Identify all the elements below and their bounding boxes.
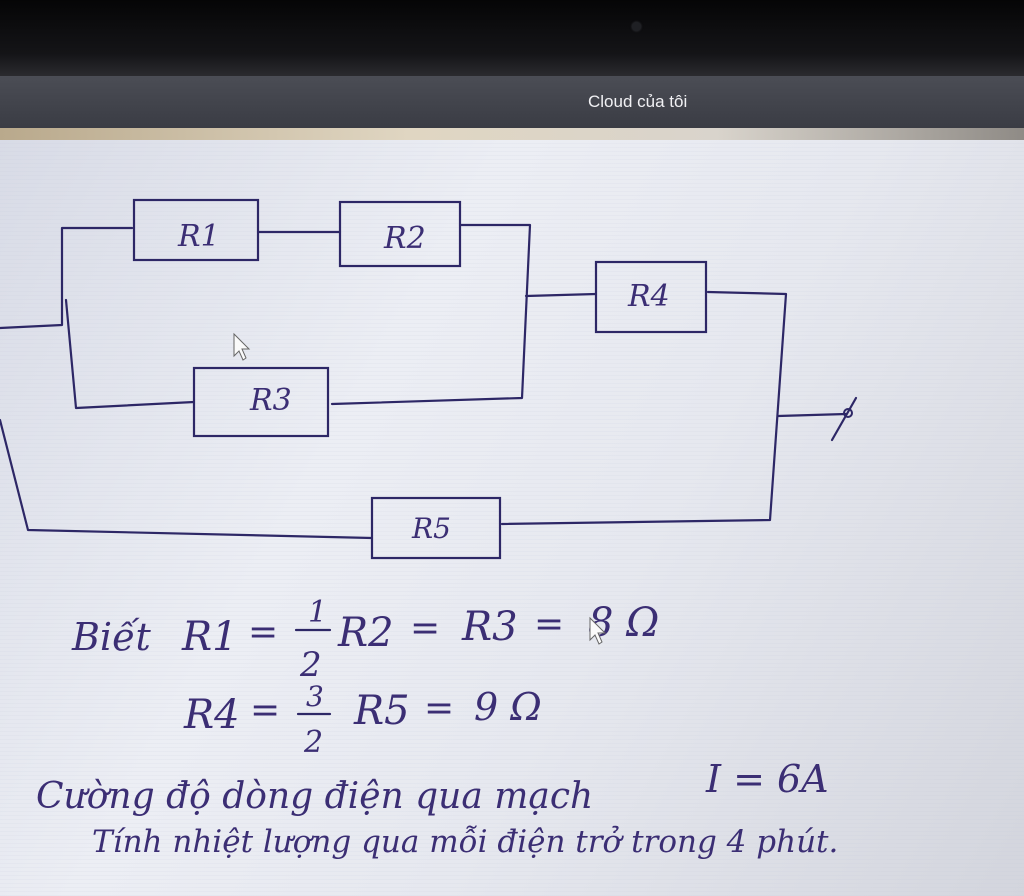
resistor-r3 [192,366,330,438]
eq2-sign: = [410,608,440,649]
given-label: Biết [71,615,151,659]
frac1-num: 1 [308,595,327,630]
eq5-sign: = [424,688,454,729]
eq-r4: R4 [183,692,240,738]
resistor-r2 [338,200,462,268]
eq-r1: R1 [181,614,238,660]
webcam-icon [632,22,641,31]
screen-bezel [0,0,1024,76]
terminal-node [843,408,853,418]
window-titlebar [0,76,1024,128]
window-title: Cloud của tôi [588,92,688,111]
label-r5: R5 [411,512,451,545]
eq1-sign: = [248,612,278,653]
resistor-r1 [132,198,260,262]
terminal-wire [776,412,848,418]
resistor-r4 [594,260,708,334]
wire-outer-left [0,418,374,540]
whiteboard-canvas[interactable]: R1 R2 R3 R4 R5 Biết R1 = 1 2 R2 = R3 = 8… [0,140,1024,896]
cursor-arrow-icon [589,616,607,645]
problem-question: Tính nhiệt lượng qua mỗi điện trở trong … [92,824,838,860]
circuit-diagram: R1 R2 R3 R4 R5 Biết R1 = 1 2 R2 = R3 = 8… [0,198,858,860]
problem-current-value: I = 6A [705,757,829,801]
label-r1: R1 [177,219,220,254]
terminal-mark [830,396,858,442]
label-r2: R2 [383,221,426,256]
frac2-num: 3 [306,680,324,713]
eq-r5: R5 [353,688,410,734]
problem-current-text: Cường độ dòng điện qua mạch [36,776,593,817]
eq4-sign: = [250,690,280,731]
eq3-sign: = [534,604,564,645]
eq-r3: R3 [461,604,518,650]
resistor-r5 [370,496,502,560]
eq-r2: R2 [337,610,394,656]
frac2-den: 2 [303,725,323,760]
cursor-arrow-icon [233,332,251,361]
wire-r2-right [330,223,532,406]
wire-top-left [0,226,134,330]
wire-to-r4 [524,292,598,298]
wire-left-down [64,298,196,410]
frac1-den: 2 [299,645,322,685]
label-r4: R4 [627,279,670,314]
label-r3: R3 [249,383,292,418]
eq-value-9: 9 Ω [474,685,542,729]
wire-r4-right [500,290,788,526]
